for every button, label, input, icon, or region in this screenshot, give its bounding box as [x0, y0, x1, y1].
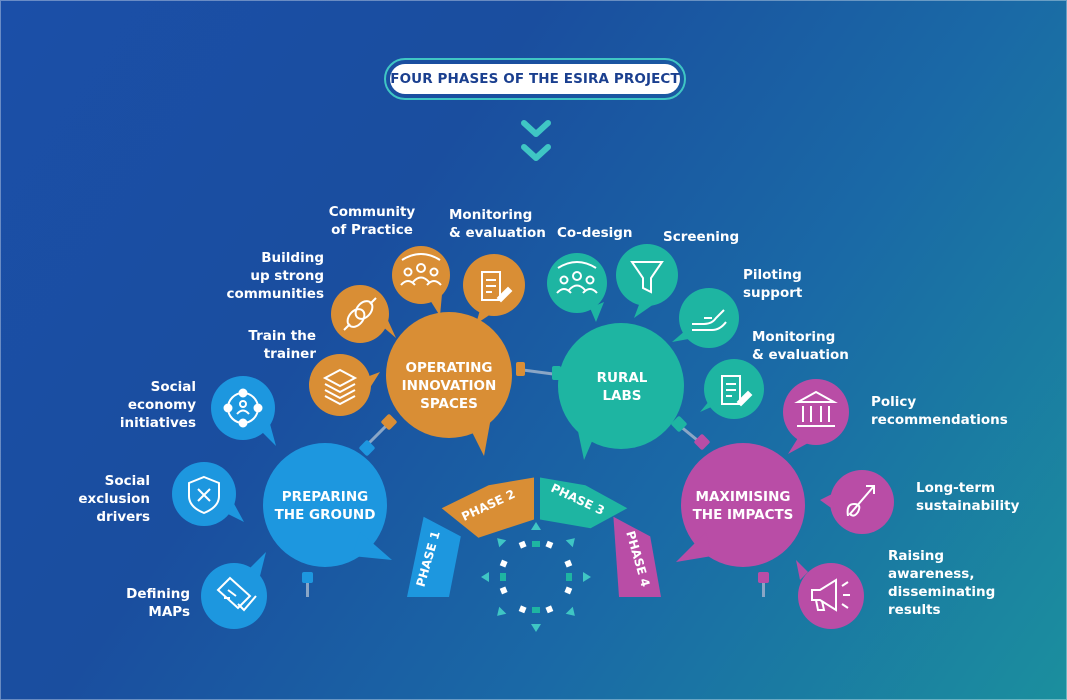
hub-rural-bubble	[558, 323, 684, 460]
hub-pins	[302, 572, 769, 597]
screening-bubble	[616, 244, 678, 318]
hand-support-icon	[692, 309, 727, 331]
hub-operating-bubble	[386, 312, 512, 456]
hub-rural-title: RURAL LABS	[596, 370, 648, 404]
label-monitoring-teal: Monitoring & evaluation	[752, 329, 849, 363]
label-social-exclusion: Social exclusion drivers	[78, 473, 150, 525]
label-train-trainer: Train the trainer	[248, 328, 316, 362]
hub-operating-title: OPERATING INNOVATION SPACES	[401, 360, 497, 412]
phase1-segment	[407, 516, 461, 597]
label-building-communities: Building up strong communities	[226, 250, 324, 302]
hub-maximising-bubble	[676, 443, 805, 567]
monitoring-teal-bubble	[700, 359, 764, 419]
stack-layers-icon	[322, 368, 358, 406]
hub-connectors	[359, 362, 710, 456]
funnel-icon	[630, 261, 664, 294]
train-trainer-bubble	[309, 354, 380, 416]
policy-bubble	[783, 379, 849, 454]
defining-maps-bubble	[201, 552, 267, 629]
network-person-icon	[223, 388, 263, 428]
map-check-icon	[216, 576, 257, 612]
social-economy-bubble	[211, 376, 276, 446]
raising-awareness-bubble	[796, 560, 864, 629]
monitoring-orange-bubble	[463, 254, 525, 324]
label-monitoring-orange: Monitoring & evaluation	[449, 207, 546, 241]
growth-arrow-icon	[846, 485, 875, 517]
esira-logo-mark	[481, 522, 591, 632]
label-social-economy: Social economy initiatives	[119, 379, 196, 431]
label-piloting: Piloting support	[743, 267, 803, 301]
megaphone-icon	[811, 578, 850, 612]
knot-icon	[343, 297, 377, 331]
piloting-bubble	[672, 288, 739, 348]
hub-preparing-bubble	[263, 443, 392, 567]
long-term-bubble	[820, 470, 894, 534]
phase4-segment	[613, 516, 661, 597]
label-raising-awareness: Raising awareness, disseminating results	[888, 548, 996, 618]
hub-preparing-title: PREPARING THE GROUND	[274, 489, 376, 523]
codesign-bubble	[547, 253, 607, 322]
label-codesign: Co-design	[557, 225, 633, 241]
document-edit-icon	[721, 375, 753, 407]
phase-arc: PHASE 1 PHASE 2 PHASE 3 PHASE 4	[407, 477, 661, 597]
label-community-practice: Community of Practice	[328, 204, 416, 238]
hub-maximising-title: MAXIMISING THE IMPACTS	[692, 489, 794, 523]
label-defining-maps: Defining MAPs	[126, 586, 190, 620]
building-communities-bubble	[331, 285, 396, 343]
phase3-segment	[540, 477, 628, 529]
title-pill: FOUR PHASES OF THE ESIRA PROJECT	[384, 58, 686, 100]
label-policy: Policy recommendations	[871, 394, 1008, 428]
phase2-segment	[441, 477, 534, 538]
label-long-term: Long-term sustainability	[916, 480, 1020, 514]
social-exclusion-bubble	[172, 462, 244, 526]
label-screening: Screening	[663, 229, 740, 245]
community-practice-bubble	[392, 246, 450, 316]
shield-x-icon	[188, 475, 220, 515]
double-chevron-down-icon	[521, 120, 551, 161]
institution-icon	[794, 390, 838, 427]
infographic-title: FOUR PHASES OF THE ESIRA PROJECT	[390, 64, 680, 94]
group-people-icon	[400, 253, 442, 286]
document-edit-icon	[481, 271, 513, 303]
group-people-icon	[556, 261, 598, 294]
